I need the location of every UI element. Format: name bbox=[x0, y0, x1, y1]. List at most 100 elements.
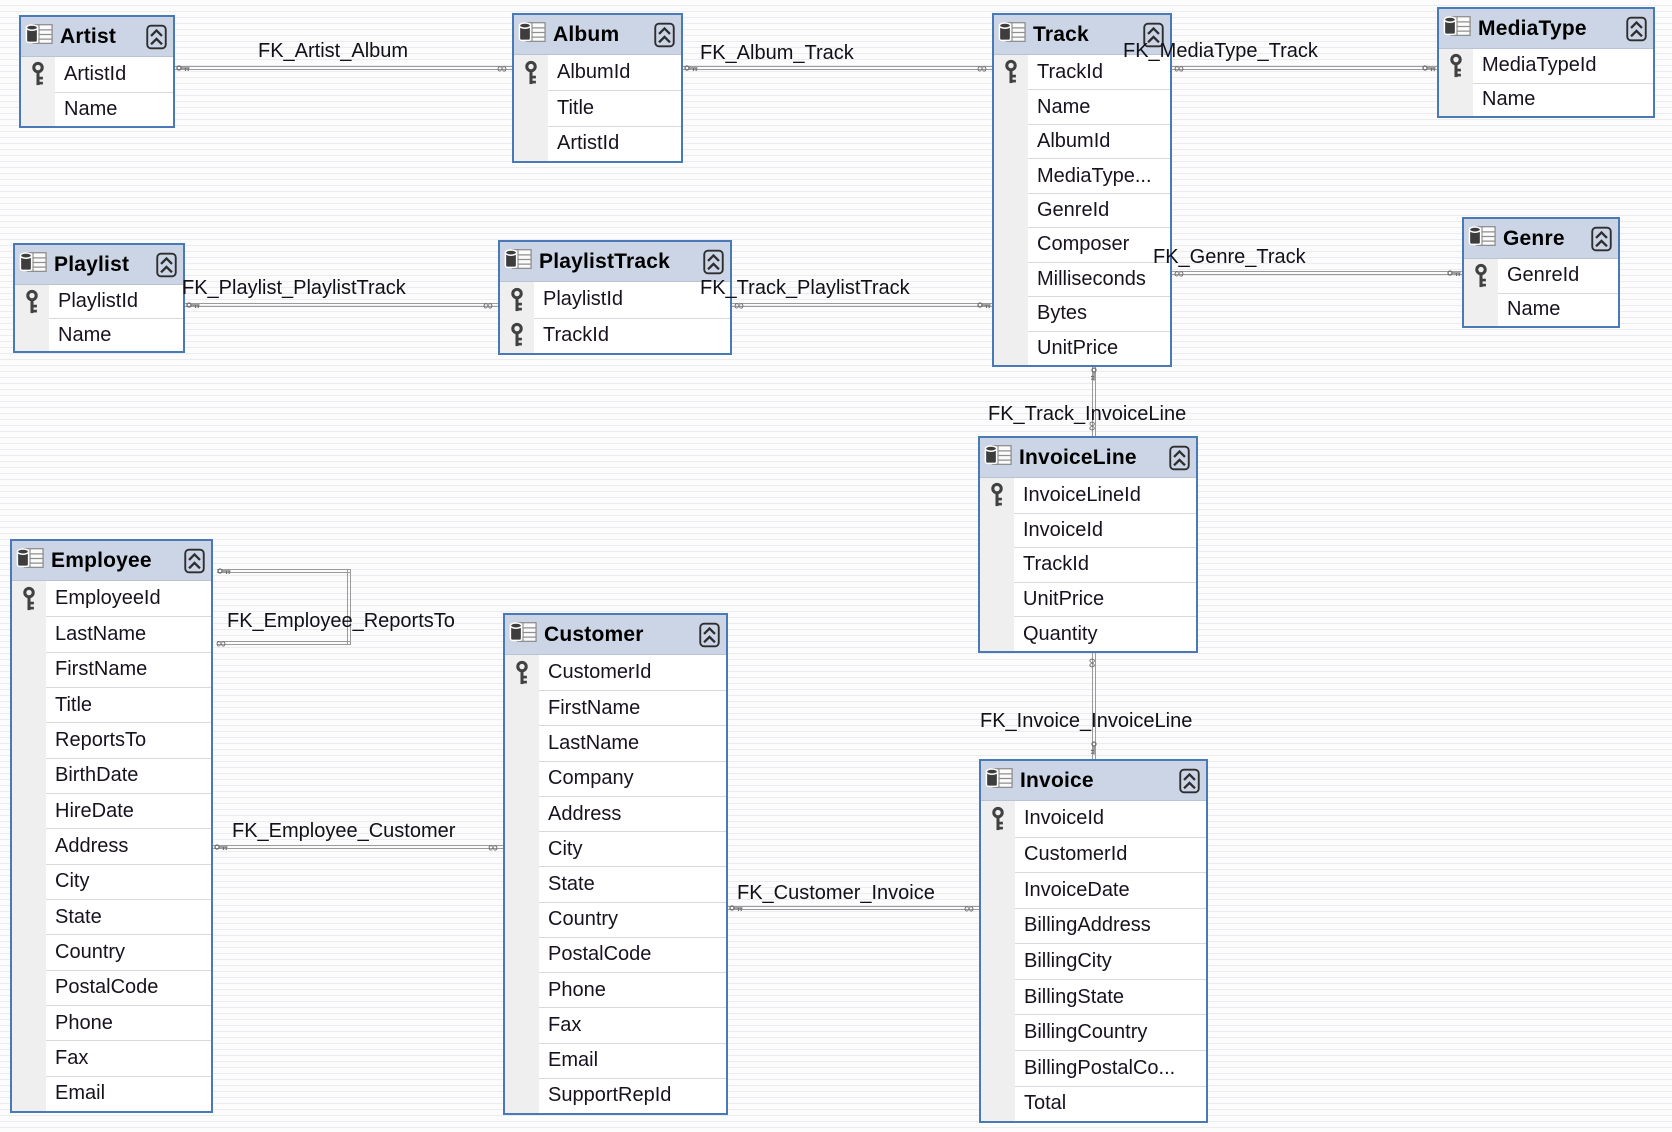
column-row[interactable]: PlaylistId bbox=[500, 282, 730, 318]
relationship-label[interactable]: FK_Playlist_PlaylistTrack bbox=[182, 277, 406, 299]
column-row[interactable]: Name bbox=[21, 91, 173, 126]
column-row[interactable]: Fax bbox=[12, 1040, 211, 1076]
relationship-line[interactable] bbox=[728, 906, 979, 910]
relationship-line[interactable] bbox=[683, 66, 992, 70]
table-header[interactable]: Customer bbox=[505, 615, 726, 655]
column-row[interactable]: BillingAddress bbox=[981, 907, 1206, 944]
collapse-button[interactable] bbox=[1143, 22, 1164, 48]
column-row[interactable]: BillingState bbox=[981, 978, 1206, 1015]
column-row[interactable]: Name bbox=[1439, 82, 1653, 116]
column-row[interactable]: BirthDate bbox=[12, 757, 211, 793]
column-row[interactable]: Company bbox=[505, 760, 726, 796]
column-row[interactable]: Composer bbox=[994, 227, 1170, 262]
column-row[interactable]: Email bbox=[12, 1075, 211, 1111]
column-row[interactable]: HireDate bbox=[12, 792, 211, 829]
table-header[interactable]: Artist bbox=[21, 17, 173, 57]
column-row[interactable]: ArtistId bbox=[514, 125, 681, 161]
column-row[interactable]: Phone bbox=[12, 1004, 211, 1041]
column-row[interactable]: Milliseconds bbox=[994, 261, 1170, 297]
table-header[interactable]: InvoiceLine bbox=[980, 438, 1196, 478]
column-row[interactable]: Title bbox=[514, 90, 681, 126]
collapse-button[interactable] bbox=[184, 548, 205, 574]
column-row[interactable]: TrackId bbox=[980, 547, 1196, 582]
column-row[interactable]: LastName bbox=[505, 725, 726, 761]
table-header[interactable]: Invoice bbox=[981, 761, 1206, 801]
column-row[interactable]: Fax bbox=[505, 1007, 726, 1043]
relationship-label[interactable]: FK_Invoice_InvoiceLine bbox=[980, 710, 1193, 732]
table-header[interactable]: Track bbox=[994, 15, 1170, 55]
column-row[interactable]: PlaylistId bbox=[15, 285, 183, 318]
column-row[interactable]: FirstName bbox=[12, 651, 211, 687]
column-row[interactable]: CustomerId bbox=[505, 655, 726, 691]
relationship-line[interactable] bbox=[175, 66, 512, 70]
relationship-line[interactable] bbox=[217, 569, 351, 573]
column-row[interactable]: FirstName bbox=[505, 690, 726, 726]
column-row[interactable]: Name bbox=[994, 89, 1170, 124]
column-row[interactable]: UnitPrice bbox=[980, 581, 1196, 617]
collapse-button[interactable] bbox=[699, 622, 720, 648]
relationship-line[interactable] bbox=[1092, 367, 1096, 436]
collapse-button[interactable] bbox=[1179, 768, 1200, 794]
column-row[interactable]: GenreId bbox=[994, 192, 1170, 228]
column-row[interactable]: Address bbox=[505, 795, 726, 832]
collapse-button[interactable] bbox=[1591, 226, 1612, 252]
column-row[interactable]: CustomerId bbox=[981, 836, 1206, 873]
relationship-label[interactable]: FK_Artist_Album bbox=[258, 40, 409, 62]
column-row[interactable]: InvoiceId bbox=[981, 801, 1206, 837]
collapse-button[interactable] bbox=[146, 24, 167, 50]
column-row[interactable]: AlbumId bbox=[514, 55, 681, 91]
collapse-button[interactable] bbox=[1169, 445, 1190, 471]
column-row[interactable]: PostalCode bbox=[505, 936, 726, 973]
column-row[interactable]: GenreId bbox=[1464, 259, 1618, 293]
collapse-button[interactable] bbox=[156, 252, 177, 278]
relationship-label[interactable]: FK_MediaType_Track bbox=[1123, 40, 1318, 62]
relationship-label[interactable]: FK_Track_PlaylistTrack bbox=[700, 277, 910, 299]
table-header[interactable]: Genre bbox=[1464, 219, 1618, 259]
column-row[interactable]: AlbumId bbox=[994, 123, 1170, 159]
column-row[interactable]: Total bbox=[981, 1085, 1206, 1122]
column-row[interactable]: PostalCode bbox=[12, 969, 211, 1005]
column-row[interactable]: MediaType... bbox=[994, 158, 1170, 193]
column-row[interactable]: Country bbox=[505, 901, 726, 937]
column-row[interactable]: Phone bbox=[505, 972, 726, 1008]
table-playlisttrack[interactable]: PlaylistTrack PlaylistId TrackId bbox=[498, 240, 732, 355]
column-row[interactable]: BillingCountry bbox=[981, 1014, 1206, 1050]
relationship-label[interactable]: FK_Customer_Invoice bbox=[737, 882, 935, 904]
column-row[interactable]: InvoiceId bbox=[980, 512, 1196, 548]
relationship-line[interactable] bbox=[732, 303, 992, 307]
relationship-line[interactable] bbox=[1092, 653, 1096, 759]
collapse-button[interactable] bbox=[1626, 16, 1647, 42]
column-row[interactable]: BillingCity bbox=[981, 943, 1206, 979]
relationship-label[interactable]: FK_Track_InvoiceLine bbox=[988, 403, 1187, 425]
collapse-button[interactable] bbox=[654, 22, 675, 48]
column-row[interactable]: TrackId bbox=[994, 55, 1170, 90]
column-row[interactable]: Email bbox=[505, 1042, 726, 1078]
column-row[interactable]: ReportsTo bbox=[12, 722, 211, 758]
relationship-line[interactable] bbox=[347, 569, 351, 645]
column-row[interactable]: Name bbox=[15, 318, 183, 351]
column-row[interactable]: BillingPostalCo... bbox=[981, 1049, 1206, 1086]
relationship-line[interactable] bbox=[213, 845, 503, 849]
table-header[interactable]: MediaType bbox=[1439, 9, 1653, 49]
relationship-label[interactable]: FK_Employee_Customer bbox=[232, 820, 456, 842]
table-header[interactable]: Album bbox=[514, 15, 681, 55]
column-row[interactable]: Bytes bbox=[994, 296, 1170, 331]
relationship-line[interactable] bbox=[1172, 271, 1462, 275]
column-row[interactable]: EmployeeId bbox=[12, 581, 211, 617]
column-row[interactable]: SupportRepId bbox=[505, 1077, 726, 1114]
column-row[interactable]: UnitPrice bbox=[994, 330, 1170, 365]
relationship-line[interactable] bbox=[185, 303, 498, 307]
column-row[interactable]: Address bbox=[12, 828, 211, 864]
relationship-line[interactable] bbox=[1172, 66, 1437, 70]
column-row[interactable]: Quantity bbox=[980, 616, 1196, 651]
table-header[interactable]: PlaylistTrack bbox=[500, 242, 730, 282]
column-row[interactable]: City bbox=[12, 863, 211, 899]
relationship-label[interactable]: FK_Genre_Track bbox=[1153, 246, 1306, 268]
